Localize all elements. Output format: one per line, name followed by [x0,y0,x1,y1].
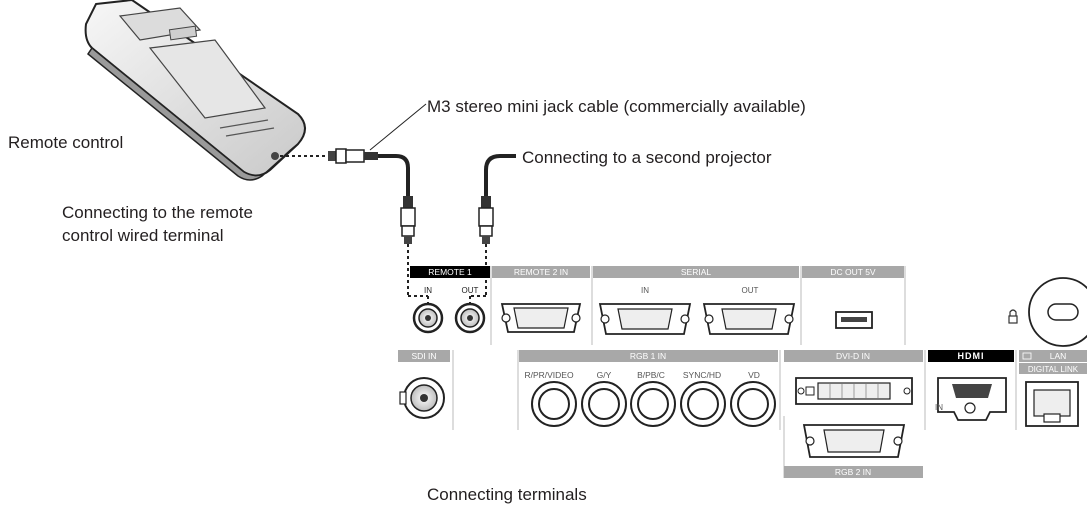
cable-plug-remote [328,148,378,164]
dvid-in-header: DVI-D IN [836,351,870,361]
rgb2-in-header: RGB 2 IN [835,467,871,477]
rgb1-port-label: SYNC/HD [683,370,721,380]
dc-out-terminal: DC OUT 5V [800,266,906,345]
remote-control-illustration [84,0,306,181]
lan-header: LAN [1050,351,1067,361]
remote2-in-header: REMOTE 2 IN [514,267,568,277]
dvid-in-terminal: DVI-D IN [784,350,926,430]
lan-terminal: LAN DIGITAL LINK [1019,350,1087,427]
cable-plug-out [478,196,494,244]
wired-terminal-label-line2: control wired terminal [62,226,224,245]
digital-link-header: DIGITAL LINK [1028,365,1079,374]
remote1-header: REMOTE 1 [428,267,472,277]
rgb2-in-terminal: RGB 2 IN [783,416,923,478]
serial-header: SERIAL [681,267,712,277]
cable-plug-in [400,196,416,244]
rgb1-port-label: B/PB/C [637,370,665,380]
hdmi-in-label: IN [935,403,943,412]
serial-terminal: SERIAL IN OUT [591,266,799,345]
second-projector-label: Connecting to a second projector [522,148,772,167]
serial-out-label: OUT [742,286,759,295]
rgb1-in-header: RGB 1 IN [630,351,666,361]
remote1-in-label: IN [424,286,432,295]
rgb1-port-label: G/Y [597,370,612,380]
remote-control-label: Remote control [8,133,124,152]
hdmi-logo: HDMI [958,351,985,361]
sdi-in-header: SDI IN [411,351,436,361]
serial-in-label: IN [641,286,649,295]
remote1-terminal: REMOTE 1 IN OUT [410,266,490,334]
remote2-in-terminal: REMOTE 2 IN [490,266,590,345]
sdi-in-terminal: SDI IN [398,350,454,430]
cable-label: M3 stereo mini jack cable (commercially … [427,97,806,116]
rgb1-port-label: R/PR/VIDEO [524,370,574,380]
hdmi-in-terminal: HDMI IN [928,350,1017,430]
connecting-terminals-caption: Connecting terminals [427,485,587,504]
security-lock-icon [1008,277,1087,347]
dc-out-header: DC OUT 5V [830,267,876,277]
wired-terminal-label-line1: Connecting to the remote [62,203,253,222]
remote1-out-label: OUT [462,286,479,295]
rgb1-in-terminal: RGB 1 IN R/PR/VIDEO G/Y B/PB/C SYNC/HD V… [517,350,781,430]
rgb1-port-label: VD [748,370,760,380]
